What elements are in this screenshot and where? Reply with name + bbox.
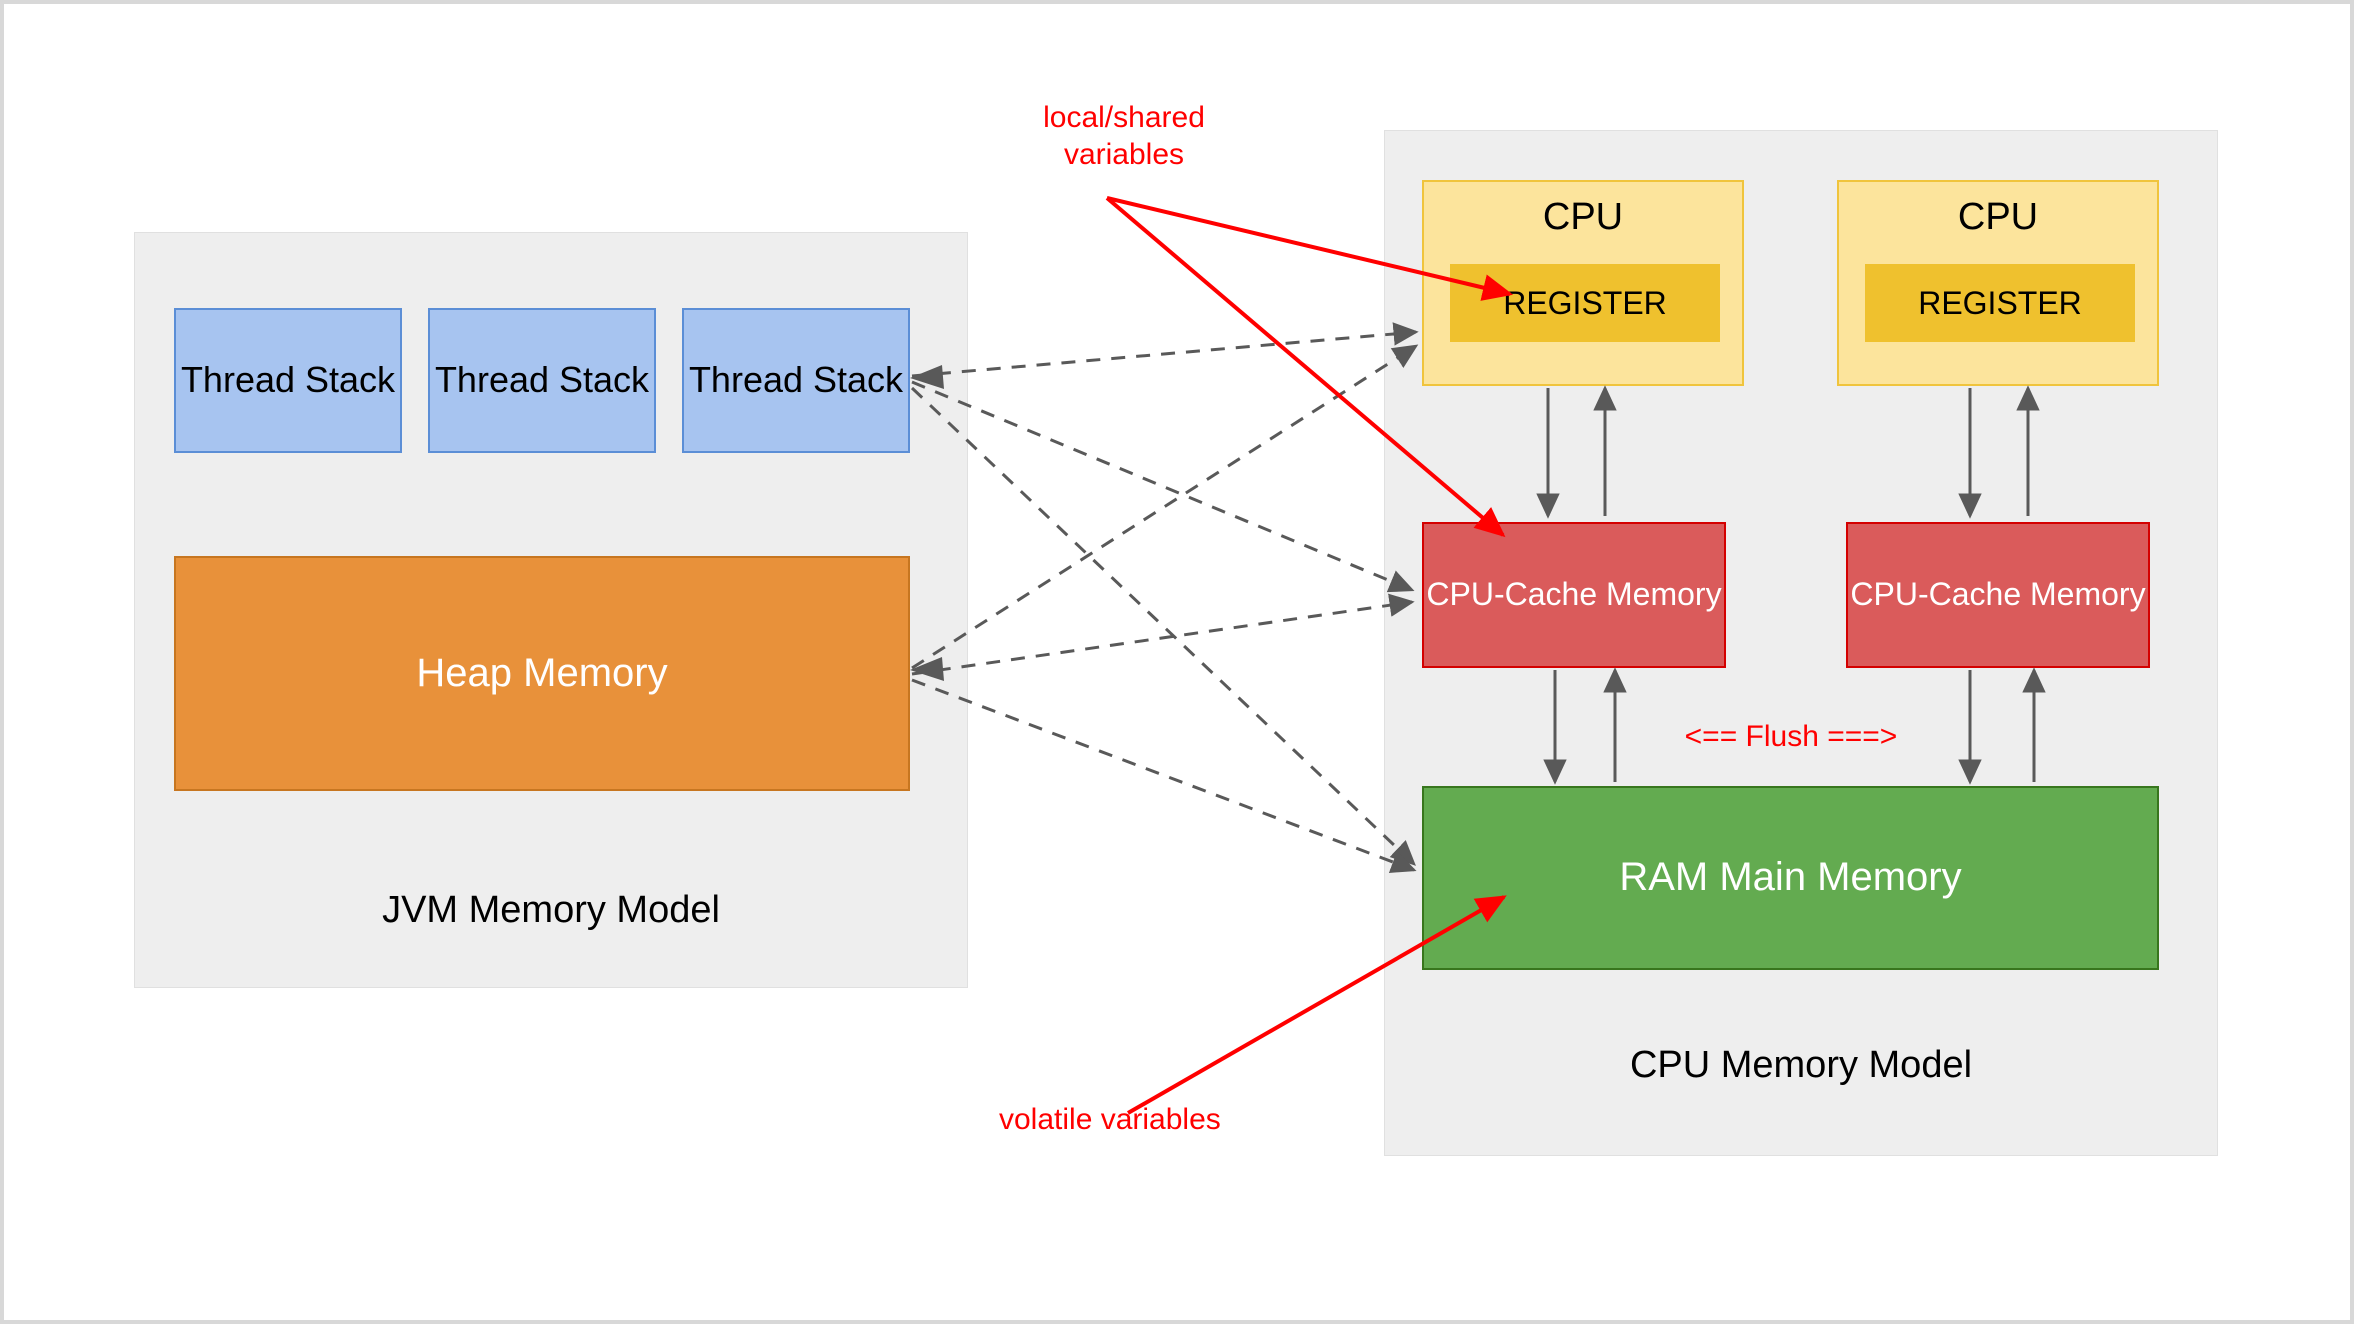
cpu-label: CPU bbox=[1957, 196, 2039, 238]
jvm-memory-model-title: JVM Memory Model bbox=[382, 889, 720, 931]
arrow-heap-to-register bbox=[911, 344, 1419, 670]
cpu-cache-memory-box[interactable]: CPU-Cache Memory bbox=[1422, 522, 1726, 668]
arrow-heap-to-ram bbox=[911, 678, 1417, 873]
dashed-connector-group bbox=[910, 322, 1419, 873]
cpu-memory-model-title: CPU Memory Model bbox=[1629, 1044, 1973, 1086]
arrow-threadstack-to-register bbox=[911, 322, 1419, 378]
thread-stack-box[interactable]: Thread Stack bbox=[682, 308, 910, 453]
cpu-label: CPU bbox=[1542, 196, 1624, 238]
arrow-threadstack-to-cache bbox=[911, 380, 1415, 593]
thread-stack-box[interactable]: Thread Stack bbox=[428, 308, 656, 453]
cpu-box[interactable]: CPU REGISTER bbox=[1422, 180, 1744, 386]
flush-annotation: <== Flush ===> bbox=[1684, 720, 1898, 753]
arrow-threadstack-to-ram bbox=[910, 386, 1416, 866]
cpu-box[interactable]: CPU REGISTER bbox=[1837, 180, 2159, 386]
register-box[interactable]: REGISTER bbox=[1450, 264, 1720, 342]
register-box[interactable]: REGISTER bbox=[1865, 264, 2135, 342]
volatile-variables-annotation: volatile variables bbox=[999, 1103, 1221, 1136]
heap-memory-box[interactable]: Heap Memory bbox=[174, 556, 910, 791]
arrow-heap-to-cache bbox=[911, 593, 1415, 676]
cpu-cache-memory-box[interactable]: CPU-Cache Memory bbox=[1846, 522, 2150, 668]
thread-stack-box[interactable]: Thread Stack bbox=[174, 308, 402, 453]
ram-main-memory-box[interactable]: RAM Main Memory bbox=[1422, 786, 2159, 970]
local-shared-variables-annotation: local/shared variables bbox=[1043, 101, 1205, 171]
